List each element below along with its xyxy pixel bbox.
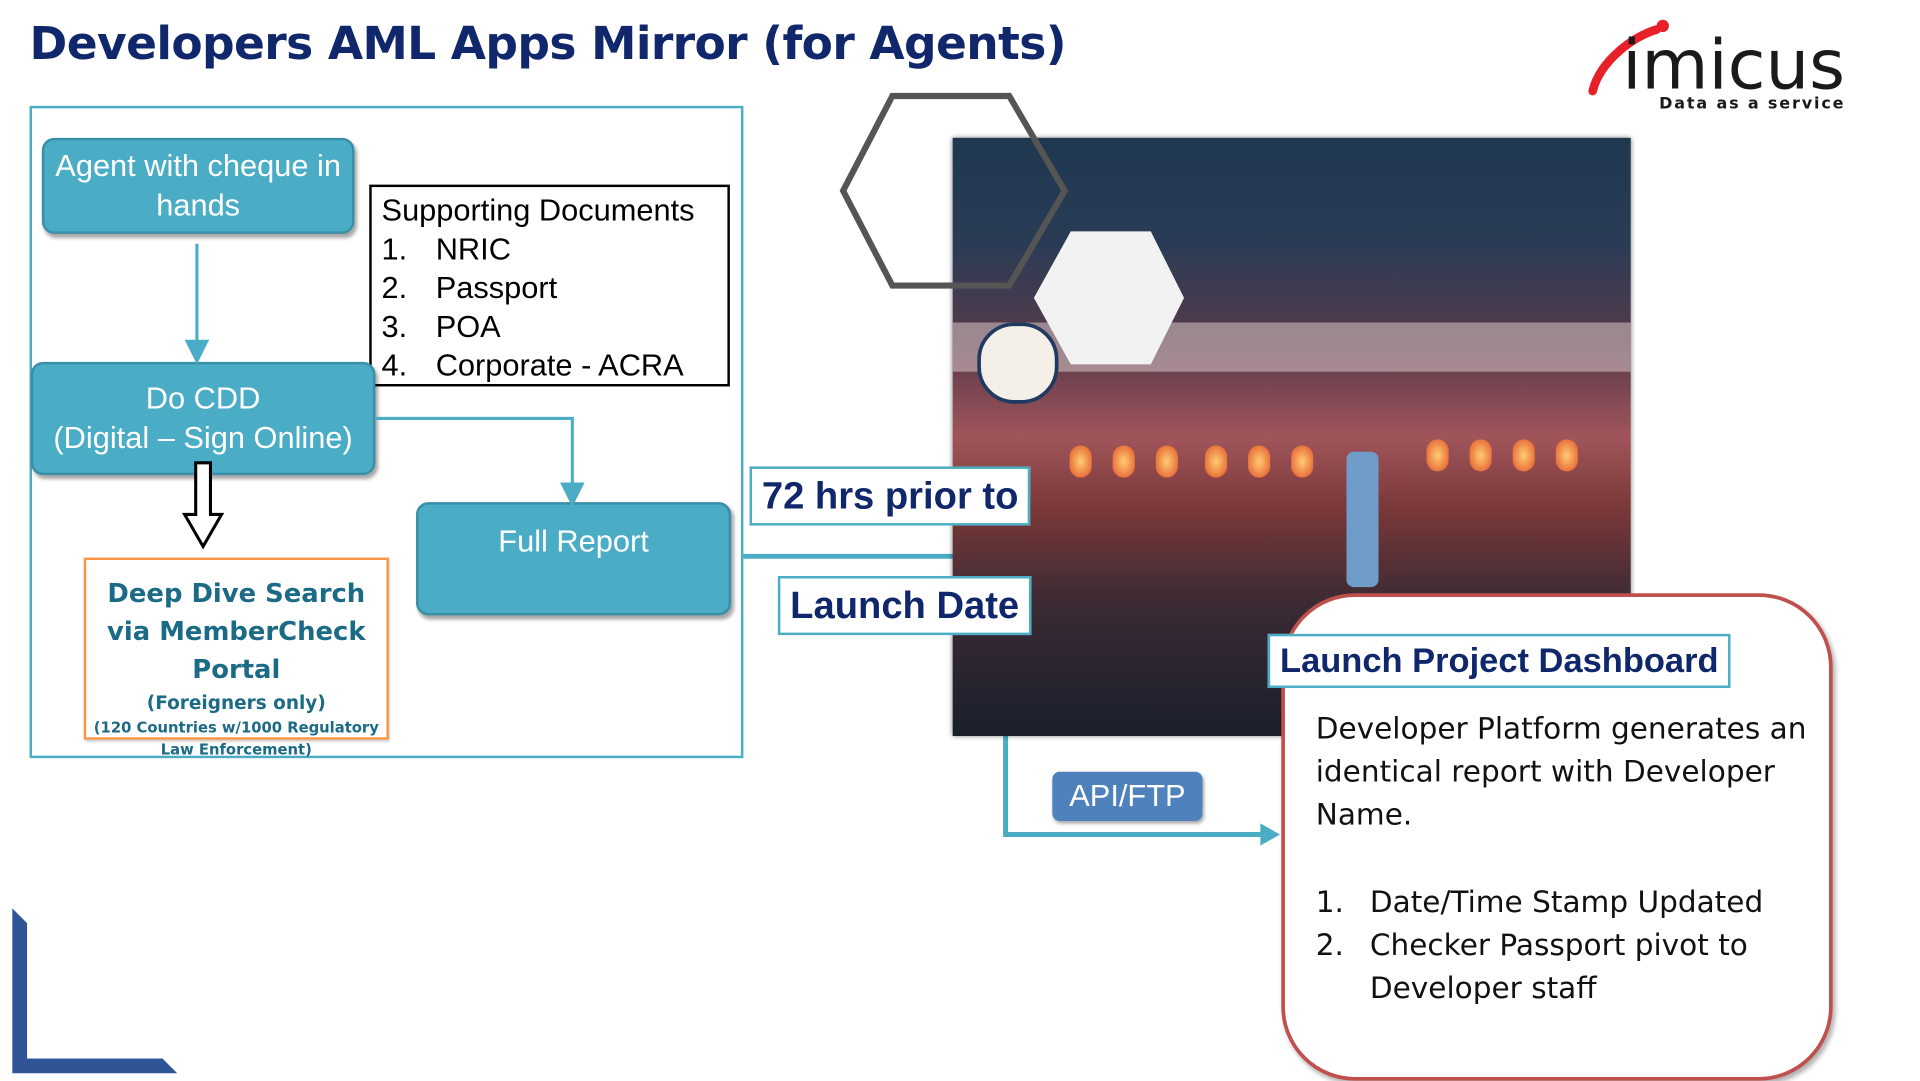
document-item: 1.NRIC	[381, 232, 511, 267]
launch-date-label: Launch Date	[777, 576, 1032, 636]
do-cdd-line2: (Digital – Sign Online)	[53, 420, 353, 456]
amicus-logo-mark: imicus Data as a service	[1588, 19, 1845, 112]
dashboard-item: 1.Date/Time Stamp Updated	[1315, 884, 1764, 920]
dashboard-title: Launch Project Dashboard	[1267, 633, 1731, 689]
timing-label: 72 hrs prior to	[749, 466, 1031, 526]
document-item: 3.POA	[381, 309, 501, 345]
agent-flow-frame	[29, 105, 744, 759]
logo-tagline: Data as a service	[1659, 93, 1845, 112]
api-ftp-badge: API/FTP	[1052, 771, 1203, 821]
dashboard-item: 2.Checker Passport pivot to Developer st…	[1315, 928, 1748, 1006]
deep-dive-sub1: (Foreigners only)	[146, 691, 326, 714]
amicus-logo: imicus Data as a service	[1585, 17, 1907, 115]
do-cdd-line1: Do CDD	[145, 381, 261, 417]
arrow-cdd-to-report	[375, 416, 585, 508]
dashboard-text: Developer Platform generates an identica…	[1316, 708, 1821, 1011]
do-cdd-box: Do CDD (Digital – Sign Online)	[30, 361, 376, 476]
agent-with-cheque-box: Agent with cheque in hands	[41, 137, 355, 234]
page-title: Developers AML Apps Mirror (for Agents)	[29, 17, 1067, 71]
dashboard-description: Developer Platform generates an identica…	[1315, 711, 1807, 833]
supporting-documents-box: Supporting Documents 1.NRIC 2.Passport 3…	[369, 184, 730, 387]
deep-dive-sub2: (120 Countries w/1000 Regulatory Law Enf…	[93, 718, 379, 759]
full-report-box: Full Report	[416, 502, 732, 616]
document-item: 2.Passport	[381, 270, 558, 306]
corner-bracket-decoration	[12, 908, 178, 1074]
svg-text:imicus: imicus	[1622, 26, 1845, 106]
supporting-documents-heading: Supporting Documents	[381, 193, 695, 228]
document-item: 4.Corporate - ACRA	[381, 348, 684, 383]
hexagon-decoration	[839, 92, 1185, 365]
deep-dive-search-box: Deep Dive Search via MemberCheck Portal …	[83, 557, 389, 758]
deep-dive-heading: Deep Dive Search via MemberCheck Portal	[107, 578, 366, 685]
arrow-cdd-to-deep-dive	[181, 461, 225, 550]
